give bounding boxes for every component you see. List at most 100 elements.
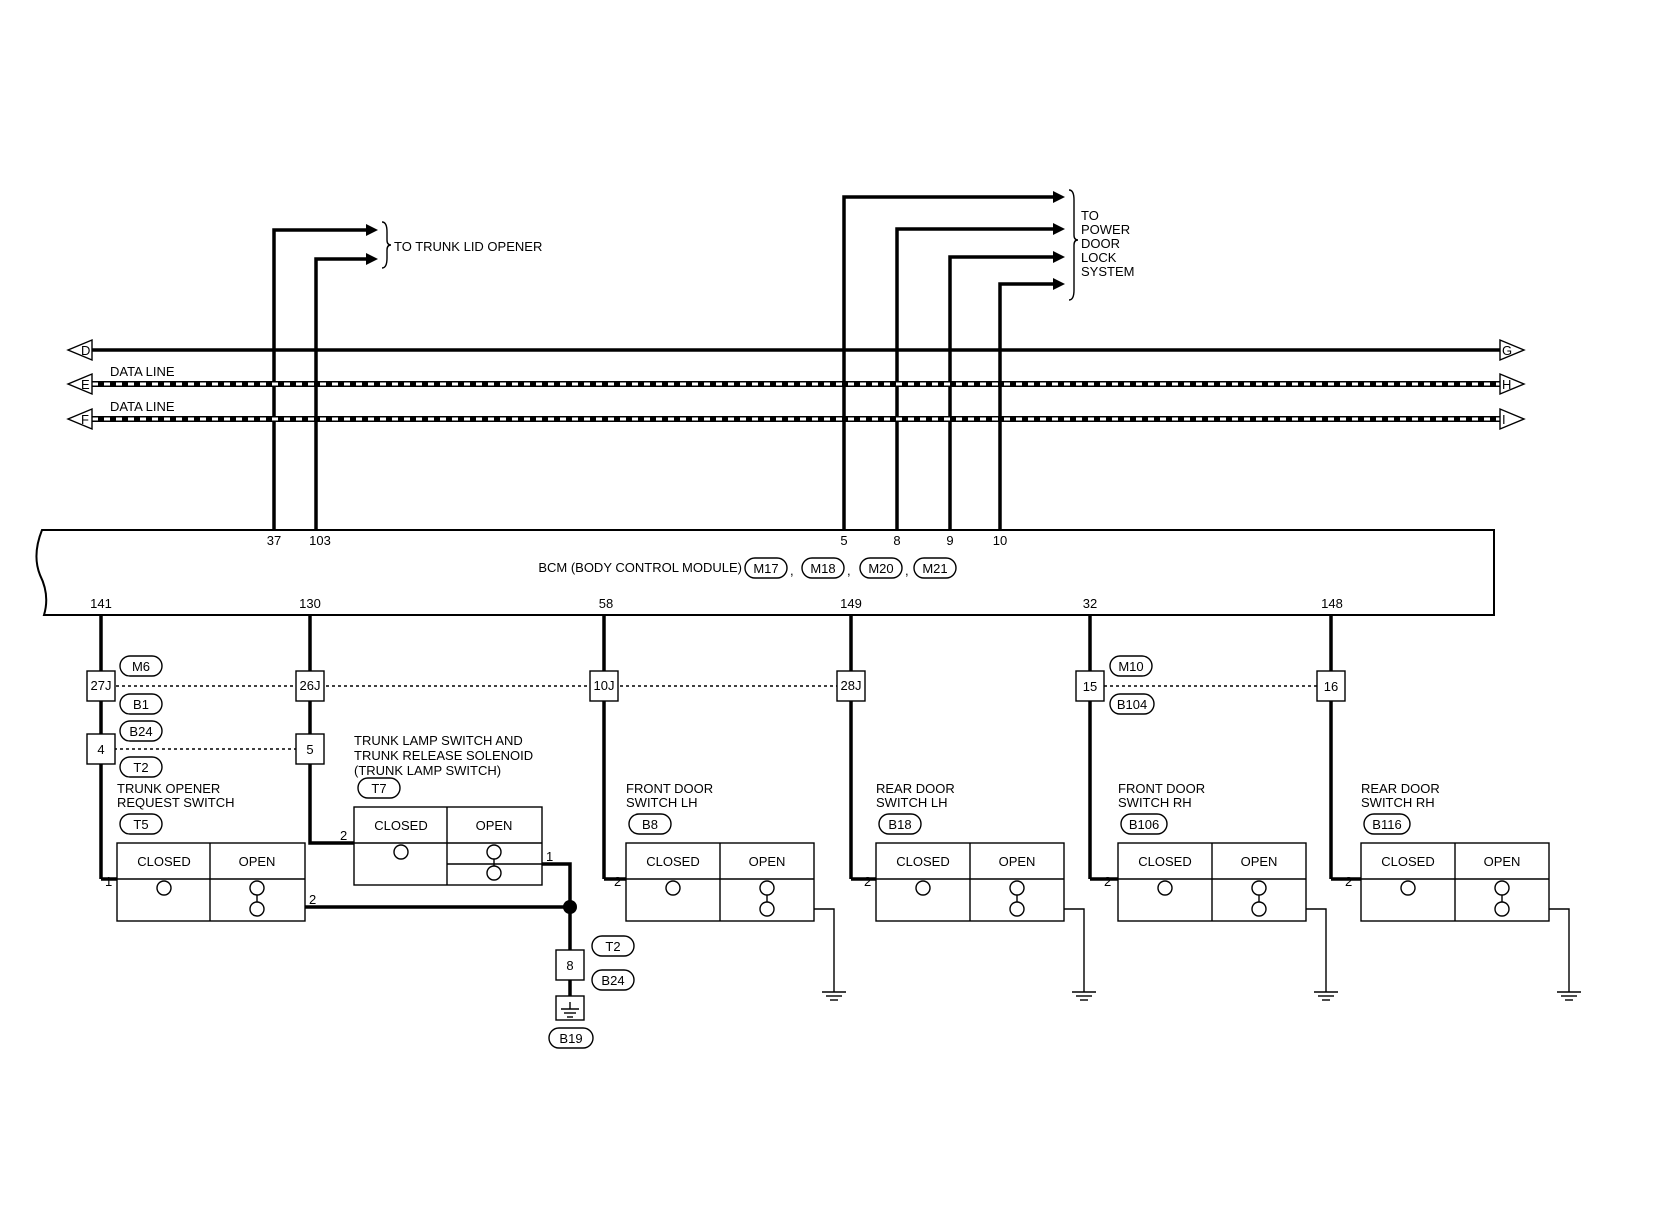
bcm-connector-m21-text: M21 [922, 561, 947, 576]
switch-2-pin-left: 2 [614, 874, 621, 889]
switch-0-closed: CLOSED [137, 854, 190, 869]
bcm-pin-130: 130 [299, 596, 321, 611]
power-door-lock-label-1: POWER [1081, 222, 1130, 237]
data-line-label-1: DATA LINE [110, 364, 175, 379]
switch-2-connector: B8 [642, 817, 658, 832]
power-door-lock-label-2: DOOR [1081, 236, 1120, 251]
switch-5-closed: CLOSED [1381, 854, 1434, 869]
switch-4-name-0: FRONT DOOR [1118, 781, 1205, 796]
bcm-pin-5: 5 [840, 533, 847, 548]
bcm-label: BCM (BODY CONTROL MODULE) [538, 560, 742, 575]
trunk-ground-wiring: 8 T2 B24 B19 [305, 862, 635, 1049]
bcm-sep-1: , [790, 563, 794, 578]
switch-5-connector: B116 [1372, 817, 1401, 832]
bus-lines: D E F G H I DATA LINE DATA LINE [66, 338, 1526, 431]
tag-t2-ground: T2 [605, 939, 620, 954]
switch-5-open: OPEN [1484, 854, 1521, 869]
tag-m6: M6 [132, 659, 150, 674]
power-door-lock-wires: TO POWER DOOR LOCK SYSTEM [842, 189, 1134, 530]
tag-t2: T2 [133, 760, 148, 775]
bcm-pin-8: 8 [893, 533, 900, 548]
switch-4-name-1: SWITCH RH [1118, 795, 1192, 810]
power-door-lock-label-4: SYSTEM [1081, 264, 1134, 279]
bcm-connector-m18 [801, 557, 845, 579]
rear-door-switch-rh: REAR DOOR SWITCH RH B116 CLOSED OPEN 2 [1331, 781, 1581, 1001]
joint-15: 15 [1083, 679, 1097, 694]
harness-dotted-lines [114, 685, 1317, 750]
bcm-connector-m20 [859, 557, 903, 579]
connector-e: E [81, 377, 90, 392]
switch-2-open: OPEN [749, 854, 786, 869]
bcm-pin-148: 148 [1321, 596, 1343, 611]
switch-0-open: OPEN [239, 854, 276, 869]
switch-3-name-1: SWITCH LH [876, 795, 948, 810]
tag-m10: M10 [1118, 659, 1143, 674]
switch-1-pin-left: 2 [340, 828, 347, 843]
front-door-switch-lh: FRONT DOOR SWITCH LH B8 CLOSED OPEN 2 [604, 781, 846, 1001]
connector-5: 5 [306, 742, 313, 757]
switch-3-name-0: REAR DOOR [876, 781, 955, 796]
power-door-lock-label-3: LOCK [1081, 250, 1117, 265]
connector-g: G [1502, 343, 1512, 358]
switch-2-name-1: SWITCH LH [626, 795, 698, 810]
trunk-lid-opener-wires: TO TRUNK LID OPENER [272, 221, 542, 530]
joint-16: 16 [1324, 679, 1338, 694]
front-door-switch-rh: FRONT DOOR SWITCH RH B106 CLOSED OPEN 2 [1090, 781, 1338, 1001]
switch-1-pin-right: 1 [546, 849, 553, 864]
trunk-opener-request-switch: TRUNK OPENER REQUEST SWITCH T5 CLOSED OP… [101, 781, 316, 922]
mid-connectors: 4 5 [86, 733, 325, 765]
rear-door-switch-lh: REAR DOOR SWITCH LH B18 CLOSED OPEN 2 [851, 781, 1096, 1001]
joint-26j: 26J [300, 678, 321, 693]
bcm-connector-m20-text: M20 [868, 561, 893, 576]
switch-0-connector: T5 [133, 817, 148, 832]
trunk-lid-opener-label: TO TRUNK LID OPENER [394, 239, 542, 254]
switch-5-pin-left: 2 [1345, 874, 1352, 889]
bcm-pin-10: 10 [993, 533, 1007, 548]
connector-8: 8 [566, 958, 573, 973]
trunk-lamp-switch: TRUNK LAMP SWITCH AND TRUNK RELEASE SOLE… [340, 733, 553, 886]
joint-28j: 28J [841, 678, 862, 693]
connector-i: I [1502, 412, 1506, 427]
switch-3-open: OPEN [999, 854, 1036, 869]
switch-1-connector: T7 [371, 781, 386, 796]
switch-5-name-1: SWITCH RH [1361, 795, 1435, 810]
bcm-connector-m21 [913, 557, 957, 579]
power-door-lock-label-0: TO [1081, 208, 1099, 223]
bcm-sep-2: , [847, 563, 851, 578]
connector-4: 4 [97, 742, 104, 757]
switch-4-connector: B106 [1129, 817, 1159, 832]
switch-3-pin-left: 2 [864, 874, 871, 889]
bcm-connector-m17-text: M17 [753, 561, 778, 576]
switch-1-name-0: TRUNK LAMP SWITCH AND [354, 733, 523, 748]
switch-1-name-1: TRUNK RELEASE SOLENOID [354, 748, 533, 763]
bcm-module: 37 103 5 8 9 10 BCM (BODY CONTROL MODULE… [35, 529, 1495, 616]
bcm-connector-m17 [744, 557, 788, 579]
bcm-pin-141: 141 [90, 596, 112, 611]
joint-27j: 27J [91, 678, 112, 693]
bcm-connector-m18-text: M18 [810, 561, 835, 576]
connector-f: F [81, 412, 89, 427]
bcm-pin-103: 103 [309, 533, 331, 548]
switch-1-open: OPEN [476, 818, 513, 833]
connector-d: D [81, 343, 90, 358]
bcm-pin-149: 149 [840, 596, 862, 611]
switch-1-name-2: (TRUNK LAMP SWITCH) [354, 763, 501, 778]
switch-4-closed: CLOSED [1138, 854, 1191, 869]
switch-0-pin-right: 2 [309, 892, 316, 907]
tag-b104: B104 [1117, 697, 1147, 712]
joint-10j: 10J [594, 678, 615, 693]
switch-0-pin-left: 1 [105, 874, 112, 889]
tag-b19: B19 [559, 1031, 582, 1046]
bcm-pin-58: 58 [599, 596, 613, 611]
data-line-label-2: DATA LINE [110, 399, 175, 414]
switch-4-pin-left: 2 [1104, 874, 1111, 889]
bcm-pin-32: 32 [1083, 596, 1097, 611]
tag-b24: B24 [129, 724, 152, 739]
switch-0-name-0: TRUNK OPENER [117, 781, 220, 796]
joint-connectors: 27J 26J 10J 28J 15 16 [86, 670, 1346, 702]
bcm-pin-37: 37 [267, 533, 281, 548]
switch-3-closed: CLOSED [896, 854, 949, 869]
tag-b1: B1 [133, 697, 149, 712]
bcm-sep-3: , [905, 563, 909, 578]
